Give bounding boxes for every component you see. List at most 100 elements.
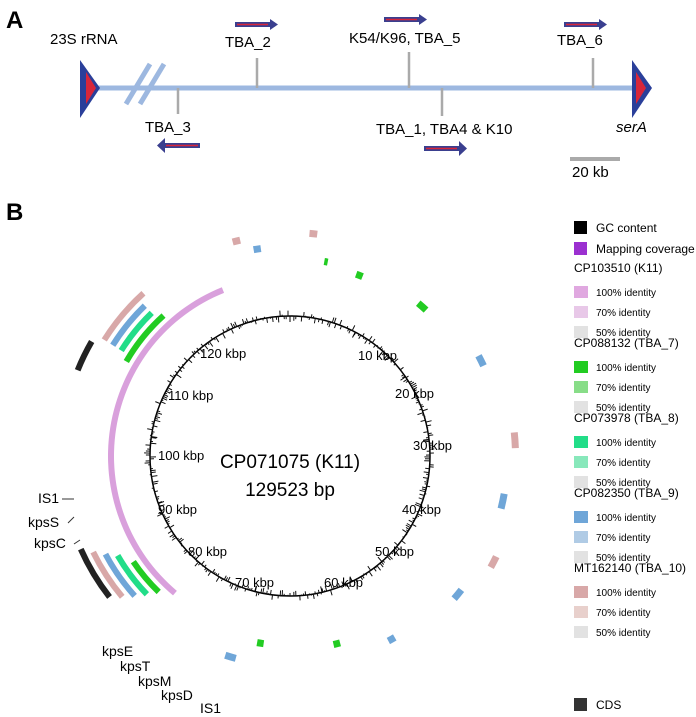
gene-label: kpsE	[102, 643, 133, 659]
identity-block	[224, 651, 237, 662]
tick-label: 100 kbp	[158, 448, 204, 463]
gene-label: kpsD	[161, 687, 193, 703]
identity-block	[332, 639, 341, 648]
legend-item-label: 50% identity	[596, 628, 650, 639]
identity-block	[451, 587, 465, 601]
identity-block	[256, 639, 265, 648]
insertion-label: K54/K96, TBA_5	[349, 30, 460, 47]
legend-swatch	[574, 436, 588, 448]
axis-tick	[414, 503, 421, 508]
identity-block	[118, 310, 154, 353]
legend-item-label: 70% identity	[596, 533, 650, 544]
identity-block	[510, 432, 519, 449]
legend-mapping-label: Mapping coverage	[596, 242, 695, 256]
legend-item-label: 70% identity	[596, 383, 650, 394]
legend-swatch	[574, 551, 588, 563]
identity-block	[231, 236, 241, 246]
center-title: CP071075 (K11)	[220, 452, 360, 473]
gene-label: kpsT	[120, 658, 151, 674]
tick-label: 60 kbp	[324, 575, 363, 590]
legend-group-title: MT162140 (TBA_10)	[574, 561, 686, 575]
legend-group-title: CP103510 (K11)	[574, 261, 663, 275]
identity-block	[123, 313, 166, 363]
mapping-swatch	[574, 242, 587, 255]
gc-swatch	[574, 221, 587, 234]
legend-cds-label: CDS	[596, 698, 621, 712]
identity-block	[102, 552, 137, 598]
scale-label: 20 kb	[572, 164, 609, 181]
gene-label: kpsC	[34, 535, 66, 551]
insertion-label: TBA_6	[557, 32, 603, 49]
axis-tick	[423, 439, 430, 442]
legend-swatch	[574, 606, 588, 618]
legend-swatch	[574, 306, 588, 318]
legend-item-label: 70% identity	[596, 308, 650, 319]
legend-item-label: 100% identity	[596, 363, 656, 374]
legend-swatch	[574, 531, 588, 543]
legend-swatch	[574, 326, 588, 338]
legend-swatch	[574, 286, 588, 298]
identity-block	[253, 245, 262, 254]
legend-group-title: CP088132 (TBA_7)	[574, 336, 679, 350]
gene-label: kpsS	[28, 514, 59, 530]
legend-item-label: 100% identity	[596, 288, 656, 299]
identity-block	[309, 229, 318, 238]
tick-label: 120 kbp	[200, 346, 246, 361]
sera-gene-core	[636, 72, 646, 104]
axis-tick	[320, 586, 323, 593]
tick-label: 10 kbp	[358, 348, 397, 363]
axis-tick	[176, 373, 182, 379]
legend-item-label: 70% identity	[596, 608, 650, 619]
legend-group-title: CP073978 (TBA_8)	[574, 411, 679, 425]
identity-block	[90, 550, 125, 599]
axis-tick	[352, 331, 356, 338]
right-gene-label: serA	[616, 119, 647, 136]
insertion-label: TBA_1, TBA4 & K10	[376, 121, 512, 138]
tick-label: 80 kbp	[188, 544, 227, 559]
panel-a-label: A	[6, 7, 23, 34]
identity-block	[130, 560, 161, 595]
identity-block	[110, 303, 147, 347]
legend-swatch	[574, 476, 588, 488]
identity-block	[354, 270, 364, 280]
cds-swatch	[574, 698, 587, 711]
legend-swatch	[574, 456, 588, 468]
legend-swatch	[574, 586, 588, 598]
identity-block	[487, 555, 500, 569]
panel-b-label: B	[6, 199, 23, 226]
identity-block	[323, 258, 329, 266]
legend-swatch	[574, 381, 588, 393]
legend-gc-label: GC content	[596, 221, 657, 235]
axis-tick	[400, 376, 406, 381]
tick-label: 110 kbp	[168, 388, 213, 403]
gene-label: kpsM	[138, 673, 171, 689]
legend-item-label: 50% identity	[596, 478, 650, 489]
arrow-right-icon	[424, 141, 467, 156]
tick-label: 50 kbp	[375, 544, 414, 559]
circular-genome-map	[74, 229, 519, 662]
legend-swatch	[574, 361, 588, 373]
gene-label: IS1	[38, 490, 59, 506]
legend-group-title: CP082350 (TBA_9)	[574, 486, 679, 500]
legend-item-label: 50% identity	[596, 328, 650, 339]
gene-label: IS1	[200, 700, 221, 716]
left-gene-label: 23S rRNA	[50, 31, 118, 48]
legend-item-label: 70% identity	[596, 458, 650, 469]
tick-label: 40 kbp	[402, 502, 441, 517]
insertion-label: TBA_3	[145, 119, 191, 136]
legend-item-label: 100% identity	[596, 588, 656, 599]
identity-block	[386, 634, 397, 645]
arrow-left-icon	[157, 138, 200, 153]
legend-swatch	[574, 401, 588, 413]
identity-block	[475, 354, 487, 368]
legend-item-label: 100% identity	[596, 438, 656, 449]
arrow-right-icon	[384, 14, 427, 25]
identity-block	[115, 554, 150, 597]
break-mark	[123, 62, 153, 106]
tick-label: 20 kbp	[395, 386, 434, 401]
center-size: 129523 bp	[245, 480, 335, 501]
legend: GC content Mapping coverage CDS CP103510…	[574, 221, 695, 712]
axis-tick	[195, 554, 201, 560]
legend-item-label: 50% identity	[596, 403, 650, 414]
